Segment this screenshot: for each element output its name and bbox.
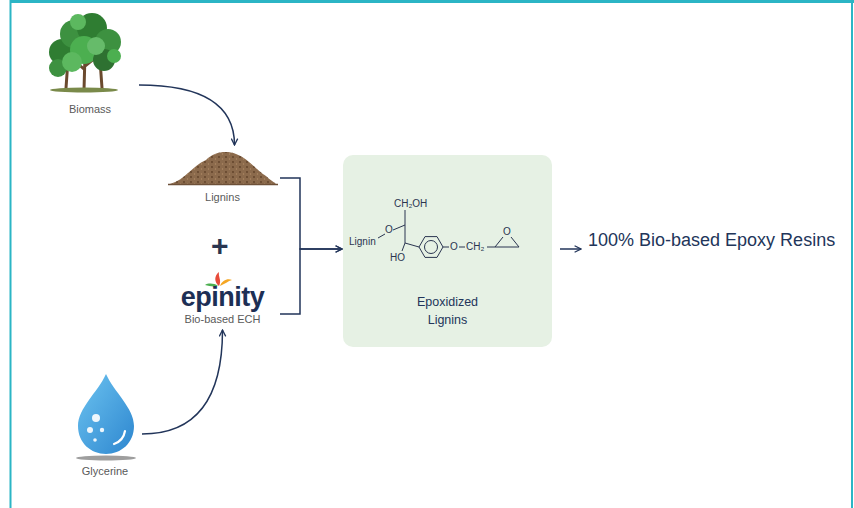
chem-atom: O [503,226,511,238]
chemical-structure [378,210,519,257]
node-label: 100% Bio-based Epoxy Resins [588,229,835,252]
chem-atom: O [450,241,458,253]
flow-arrow [139,85,235,145]
frame-line [10,0,12,508]
node-label: Lignins [165,190,280,204]
plus-sign: + [211,230,229,262]
chem-group: HO [390,252,405,264]
flow-arrow [280,249,342,314]
flow-arrow [560,248,581,250]
source-node: Biomass [45,8,135,116]
chem-group: Lignin [349,236,376,248]
chem-group: CH₂OH [394,198,427,210]
logo-node: epinityBio-based ECH [165,272,280,326]
tree-icon [49,13,121,93]
flow-arrow [142,330,223,434]
logo-text: epinity [165,282,280,312]
node-label: Biomass [45,102,135,116]
frame-line [851,0,853,508]
flow-arrow [280,178,342,249]
source-node: Glycerine [60,372,150,478]
panel-fill [343,155,552,347]
material-node: Lignins [165,148,280,204]
drop-icon [76,374,136,461]
chem-group: CH₂ [466,241,484,253]
chem-atom: O [385,224,393,236]
frame-line [10,0,854,3]
result-node: 100% Bio-based Epoxy Resins [588,229,835,252]
lignin-pile [168,152,278,185]
product-box: Epoxidized Lignins [343,155,552,347]
node-label: Bio-based ECH [165,312,280,326]
node-label: Epoxidized Lignins [405,293,491,329]
node-label: Glycerine [60,464,150,478]
